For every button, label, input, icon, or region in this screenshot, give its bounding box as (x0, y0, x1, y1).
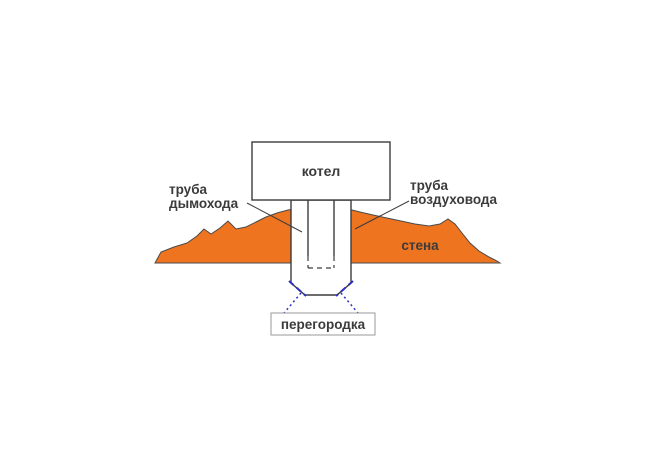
partition-label: перегородка (281, 317, 366, 332)
partition-leader-right (340, 292, 359, 314)
chimney-label-line2: дымохода (169, 196, 239, 211)
wall-label: стена (401, 238, 439, 253)
air-duct-leader-line (354, 200, 410, 230)
partition-label-box (270, 312, 376, 336)
air-duct-label-line1: труба (410, 178, 449, 193)
partition-mark-right (335, 280, 354, 297)
air-duct-label-line2: воздуховода (410, 192, 497, 207)
chimney-label-line1: труба (169, 182, 208, 197)
partition-mark-left (288, 280, 307, 297)
boiler-label: котел (302, 163, 341, 179)
partition-leader-left (283, 292, 302, 314)
chimney-leader-line (246, 202, 303, 233)
outer-pipe-shape (290, 199, 352, 296)
boiler-box (251, 141, 391, 201)
